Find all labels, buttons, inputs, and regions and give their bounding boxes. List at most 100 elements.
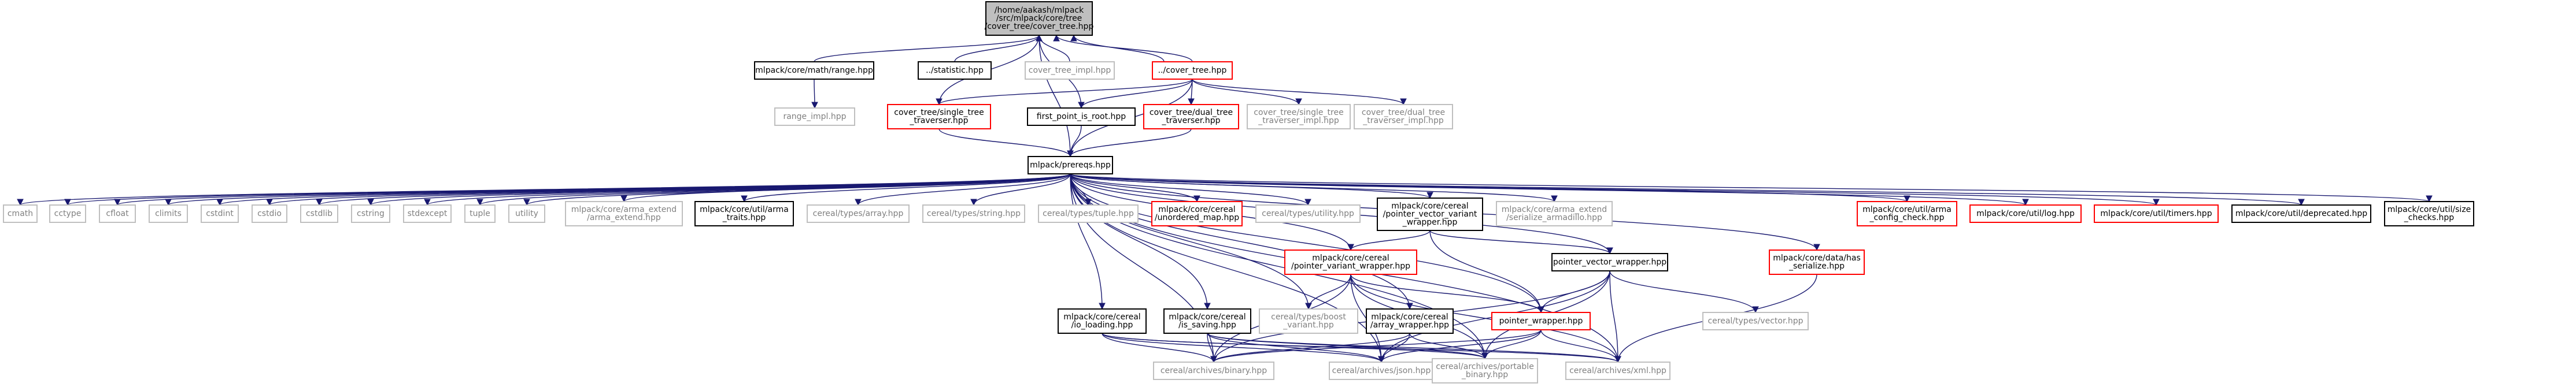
node-dual_impl[interactable]: cover_tree/dual_tree_traverser_impl.hpp [1354, 104, 1453, 129]
node-c_string[interactable]: cereal/types/string.hpp [922, 204, 1025, 223]
node-label: cctype [54, 209, 82, 218]
node-tuple[interactable]: tuple [464, 204, 496, 223]
node-label: ../cover_tree.hpp [1158, 66, 1227, 75]
node-cstring[interactable]: cstring [351, 204, 390, 223]
node-cmath[interactable]: cmath [3, 204, 38, 223]
node-covertree[interactable]: ../cover_tree.hpp [1152, 61, 1233, 80]
node-has_ser[interactable]: mlpack/core/data/has_serialize.hpp [1769, 250, 1865, 275]
node-label: range_impl.hpp [783, 112, 846, 121]
node-cstdlib[interactable]: cstdlib [300, 204, 338, 223]
edge-prereqs-to-c_array [855, 173, 1071, 206]
node-label: /pointer_vector_variant [1383, 210, 1477, 219]
node-statistic[interactable]: ../statistic.hpp [918, 61, 992, 80]
node-label: _traverser_impl.hpp [1258, 116, 1339, 125]
node-size_checks[interactable]: mlpack/core/util/size_checks.hpp [2384, 201, 2474, 226]
node-ser_arma[interactable]: mlpack/core/arma_extend/serialize_armadi… [1496, 201, 1613, 226]
node-json[interactable]: cereal/archives/json.hpp [1329, 362, 1434, 380]
node-label: mlpack/core/arma_extend [571, 205, 677, 214]
node-arma_check[interactable]: mlpack/core/util/arma_config_check.hpp [1857, 201, 1957, 226]
node-label: first_point_is_root.hpp [1037, 112, 1126, 121]
node-portable[interactable]: cereal/archives/portable_binary.hpp [1432, 358, 1538, 383]
nodes: /home/aakash/mlpack/src/mlpack/core/tree… [3, 1, 2474, 383]
node-root[interactable]: /home/aakash/mlpack/src/mlpack/core/tree… [985, 1, 1094, 36]
node-cfloat[interactable]: cfloat [99, 204, 136, 223]
node-label: cereal/types/utility.hpp [1262, 209, 1354, 218]
node-label: mlpack/core/util/size [2387, 205, 2471, 214]
node-label: _checks.hpp [2404, 213, 2454, 222]
edge-pvec-to-c_vector [1609, 270, 1759, 314]
edge-io_loading-to-xml [1102, 333, 1621, 363]
edge-prereqs-to-io_loading [1070, 173, 1106, 310]
node-label: pointer_wrapper.hpp [1499, 316, 1583, 326]
node-is_saving[interactable]: mlpack/core/cereal/is_saving.hpp [1163, 308, 1251, 334]
node-label: /cover_tree/cover_tree.hpp [985, 22, 1094, 31]
node-label: _traverser.hpp [1162, 116, 1221, 125]
edge-prereqs-to-timers [1070, 173, 2160, 206]
node-ct_impl[interactable]: cover_tree_impl.hpp [1025, 61, 1115, 80]
node-stdexcept[interactable]: stdexcept [403, 204, 452, 223]
edge-pvw-to-boost_variant [1305, 274, 1351, 310]
node-label: mlpack/core/util/log.hpp [1976, 209, 2075, 218]
node-array_wrapper[interactable]: mlpack/core/cereal/array_wrapper.hpp [1366, 308, 1454, 334]
node-climits[interactable]: climits [149, 204, 188, 223]
node-label: stdexcept [408, 209, 448, 218]
node-cctype[interactable]: cctype [49, 204, 86, 223]
node-label: cover_tree/dual_tree [1150, 108, 1233, 117]
node-unordered[interactable]: mlpack/core/cereal/unordered_map.hpp [1151, 201, 1243, 226]
node-label: _config_check.hpp [1869, 213, 1945, 222]
node-label: mlpack/core/util/deprecated.hpp [2235, 209, 2367, 218]
edge-prereqs-to-is_saving [1070, 173, 1211, 310]
node-dual_trav[interactable]: cover_tree/dual_tree_traverser.hpp [1143, 104, 1239, 129]
node-range_impl[interactable]: range_impl.hpp [774, 107, 855, 126]
edge-prereqs-to-boost_variant [1070, 173, 1312, 310]
edge-pointer_wrapper-to-portable [1481, 329, 1542, 360]
node-arma_traits[interactable]: mlpack/core/util/arma_traits.hpp [694, 201, 794, 226]
node-label: cereal/types/array.hpp [813, 209, 904, 218]
node-label: /serialize_armadillo.hpp [1506, 213, 1602, 222]
edge-pointer_wrapper-to-binary [1210, 329, 1542, 363]
node-single_trav[interactable]: cover_tree/single_tree_traverser.hpp [887, 104, 991, 129]
node-label: mlpack/core/cereal [1063, 312, 1140, 322]
node-cstdint[interactable]: cstdint [201, 204, 239, 223]
node-cstdio[interactable]: cstdio [252, 204, 287, 223]
edge-pvw-to-pointer_wrapper [1350, 274, 1544, 314]
node-timers[interactable]: mlpack/core/util/timers.hpp [2094, 204, 2219, 223]
node-pvec[interactable]: pointer_vector_wrapper.hpp [1551, 253, 1668, 271]
node-c_tuple[interactable]: cereal/types/tuple.hpp [1038, 204, 1139, 223]
node-label: cereal/types/string.hpp [927, 209, 1021, 218]
node-single_impl[interactable]: cover_tree/single_tree_traverser_impl.hp… [1247, 104, 1351, 129]
node-arma_extend[interactable]: mlpack/core/arma_extend/arma_extend.hpp [565, 201, 683, 226]
node-range[interactable]: mlpack/core/math/range.hpp [754, 61, 874, 80]
edge-covertree-to-first_pt [1078, 79, 1193, 109]
node-prereqs[interactable]: mlpack/prereqs.hpp [1028, 156, 1113, 174]
node-deprecated[interactable]: mlpack/core/util/deprecated.hpp [2231, 204, 2371, 223]
node-log[interactable]: mlpack/core/util/log.hpp [1969, 204, 2082, 223]
edge-pvvw-to-pvw [1347, 230, 1431, 251]
node-pointer_wrapper[interactable]: pointer_wrapper.hpp [1491, 312, 1591, 330]
node-c_vector[interactable]: cereal/types/vector.hpp [1702, 312, 1809, 330]
node-boost_variant[interactable]: cereal/types/boost_variant.hpp [1259, 308, 1358, 334]
node-io_loading[interactable]: mlpack/core/cereal/io_loading.hpp [1058, 308, 1147, 334]
node-binary[interactable]: cereal/archives/binary.hpp [1153, 362, 1274, 380]
node-xml[interactable]: cereal/archives/xml.hpp [1565, 362, 1670, 380]
node-c_array[interactable]: cereal/types/array.hpp [807, 204, 910, 223]
node-label: cereal/types/tuple.hpp [1043, 209, 1134, 218]
node-utility[interactable]: utility [508, 204, 545, 223]
node-first_pt[interactable]: first_point_is_root.hpp [1027, 107, 1136, 126]
edge-range-to-root [814, 34, 1043, 62]
edge-covertree-to-root [1053, 34, 1193, 62]
edge-prereqs-to-c_string [970, 173, 1071, 206]
node-pvvw[interactable]: mlpack/core/cereal/pointer_vector_varian… [1377, 198, 1483, 231]
edge-statistic-to-root [954, 34, 1043, 62]
node-label: mlpack/prereqs.hpp [1030, 161, 1111, 170]
node-label: cstdlib [306, 209, 332, 218]
node-label: _variant.hpp [1283, 321, 1334, 330]
edge-pvec-to-xml [1609, 270, 1621, 363]
node-label: mlpack/core/cereal [1158, 205, 1235, 214]
node-label: _traits.hpp [722, 213, 766, 222]
node-pvw[interactable]: mlpack/core/cereal/pointer_variant_wrapp… [1284, 250, 1417, 275]
node-c_utility[interactable]: cereal/types/utility.hpp [1255, 204, 1361, 223]
node-label: cover_tree/single_tree [1254, 108, 1343, 117]
node-label: cover_tree_impl.hpp [1029, 66, 1111, 75]
